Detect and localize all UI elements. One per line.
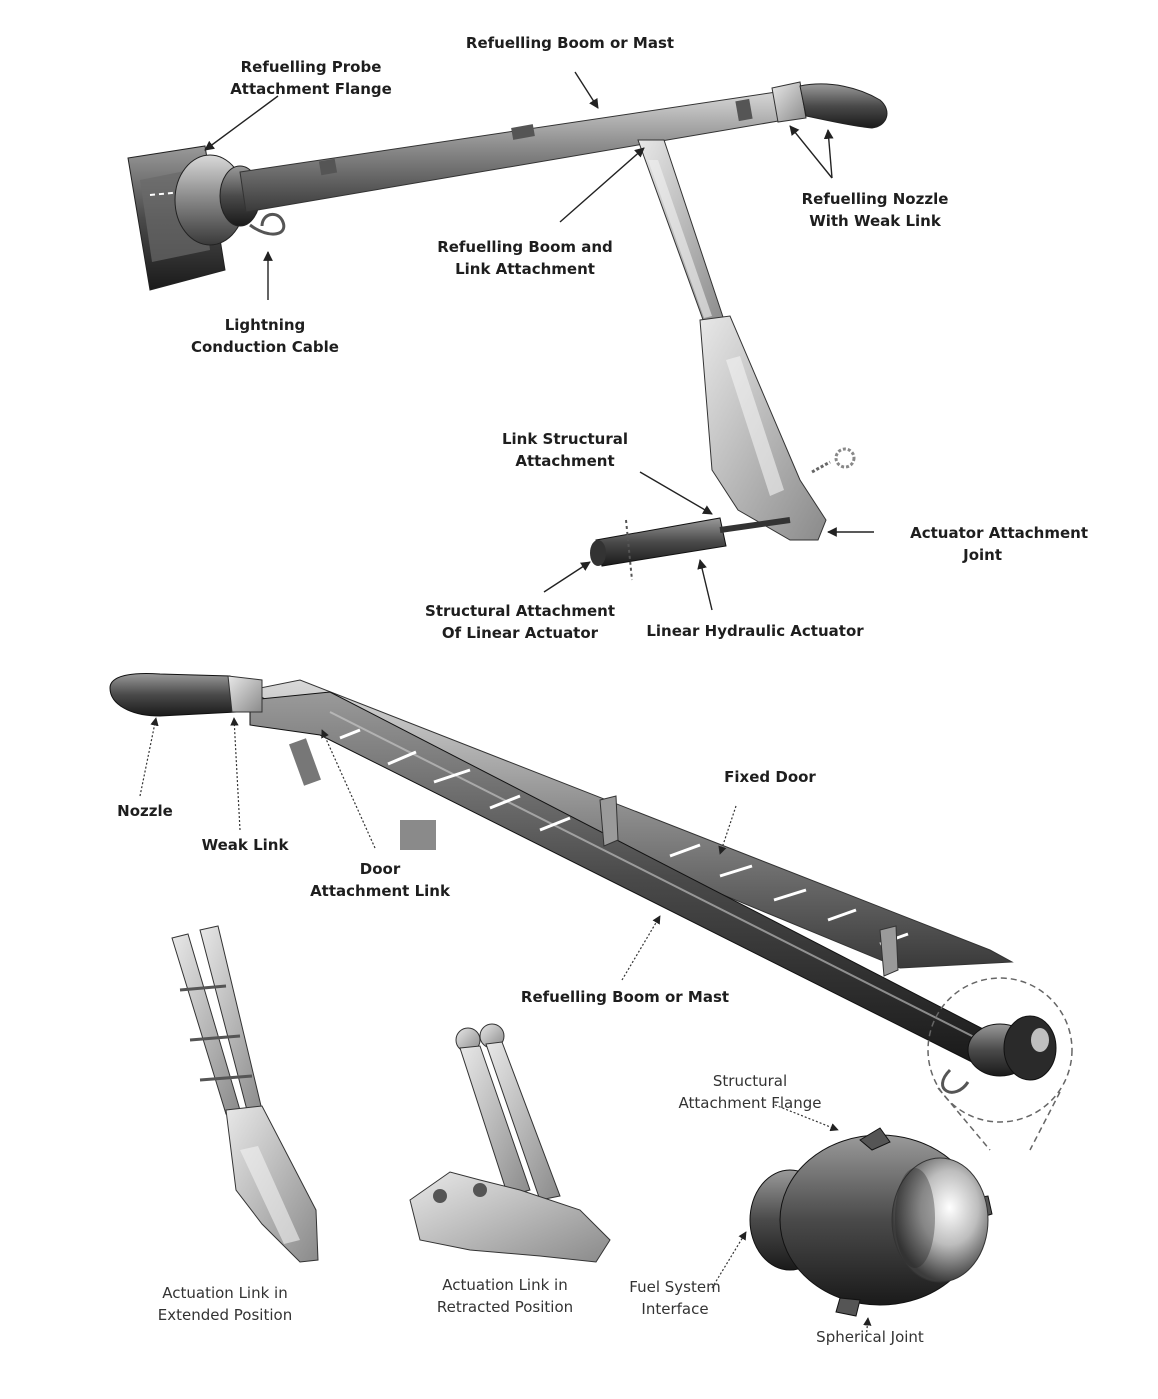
label-line: Structural [712, 1072, 788, 1090]
label-line: Refuelling Nozzle [801, 190, 949, 208]
label-line: Attachment Flange [678, 1094, 822, 1112]
label-text: Fixed Door [724, 768, 816, 786]
actuation-link-extended [171, 925, 319, 1263]
label-boom-link-attachment: Refuelling Boom and Link Attachment [400, 236, 650, 280]
label-text: Spherical Joint [816, 1328, 924, 1346]
label-spherical-joint: Spherical Joint [790, 1326, 950, 1348]
label-line: Retracted Position [436, 1298, 574, 1316]
label-link-retracted: Actuation Link in Retracted Position [410, 1274, 600, 1318]
bottom-boom-assembly [109, 673, 1073, 1151]
label-line: Actuation Link in [442, 1276, 568, 1294]
label-structural-flange: Structural Attachment Flange [660, 1070, 840, 1114]
label-hydraulic-actuator: Linear Hydraulic Actuator [630, 620, 880, 642]
label-nozzle: Nozzle [100, 800, 190, 822]
label-bottom-boom-mast: Refuelling Boom or Mast [500, 986, 750, 1008]
bottom-leader-arrows [139, 717, 872, 1341]
actuation-link-retracted [409, 1023, 611, 1263]
label-weak-link: Weak Link [190, 834, 300, 856]
label-line: With Weak Link [809, 212, 941, 230]
label-line: Refuelling Boom and [437, 238, 613, 256]
label-structural-actuator: Structural Attachment Of Linear Actuator [400, 600, 640, 644]
label-line: Joint [963, 546, 1002, 564]
label-link-extended: Actuation Link in Extended Position [130, 1282, 320, 1326]
label-line: Attachment Link [310, 882, 450, 900]
label-actuator-joint: Actuator Attachment Joint [878, 522, 1088, 566]
top-leader-arrows [204, 71, 874, 611]
label-line: Extended Position [157, 1306, 293, 1324]
label-text: Refuelling Boom or Mast [465, 34, 675, 52]
label-line: Link Attachment [455, 260, 595, 278]
label-line: Structural Attachment [425, 602, 615, 620]
label-line: Actuator Attachment [910, 524, 1088, 542]
label-text: Refuelling Boom or Mast [520, 988, 730, 1006]
label-line: Fuel System [629, 1278, 721, 1296]
label-line: Link Structural [501, 430, 629, 448]
label-line: Refuelling Probe [240, 58, 382, 76]
label-line: Attachment [515, 452, 615, 470]
label-text: Linear Hydraulic Actuator [646, 622, 864, 640]
label-line: Attachment Flange [230, 80, 392, 98]
label-line: Actuation Link in [162, 1284, 288, 1302]
label-text: Nozzle [117, 802, 173, 820]
label-link-structural: Link Structural Attachment [470, 428, 660, 472]
label-fixed-door: Fixed Door [710, 766, 830, 788]
label-line: Interface [641, 1300, 709, 1318]
label-nozzle-weak-link: Refuelling Nozzle With Weak Link [770, 188, 980, 232]
label-top-boom-mast: Refuelling Boom or Mast [415, 32, 725, 54]
label-probe-flange: Refuelling Probe Attachment Flange [196, 56, 426, 100]
label-lightning-cable: Lightning Conduction Cable [150, 314, 380, 358]
label-text: Weak Link [201, 836, 289, 854]
label-line: Conduction Cable [190, 338, 339, 356]
label-line: Of Linear Actuator [441, 624, 599, 642]
label-line: Lightning [224, 316, 306, 334]
door-stripes [339, 728, 909, 946]
label-fuel-interface: Fuel System Interface [610, 1276, 740, 1320]
spherical-joint-detail [749, 1127, 993, 1317]
top-boom-assembly [127, 81, 888, 581]
label-line: Door [359, 860, 401, 878]
label-door-link: Door Attachment Link [300, 858, 460, 902]
